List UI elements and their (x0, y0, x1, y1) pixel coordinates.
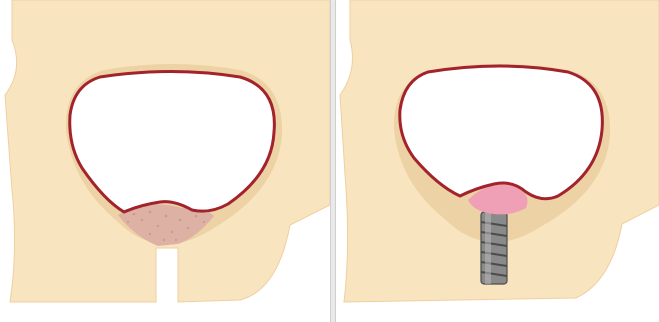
sinus-cavity (70, 72, 275, 213)
panel-before-illustration (0, 0, 330, 322)
panel-before-implant (0, 0, 330, 322)
dental-implant (481, 212, 507, 284)
panel-after-implant (336, 0, 659, 322)
panel-after-illustration (336, 0, 659, 322)
